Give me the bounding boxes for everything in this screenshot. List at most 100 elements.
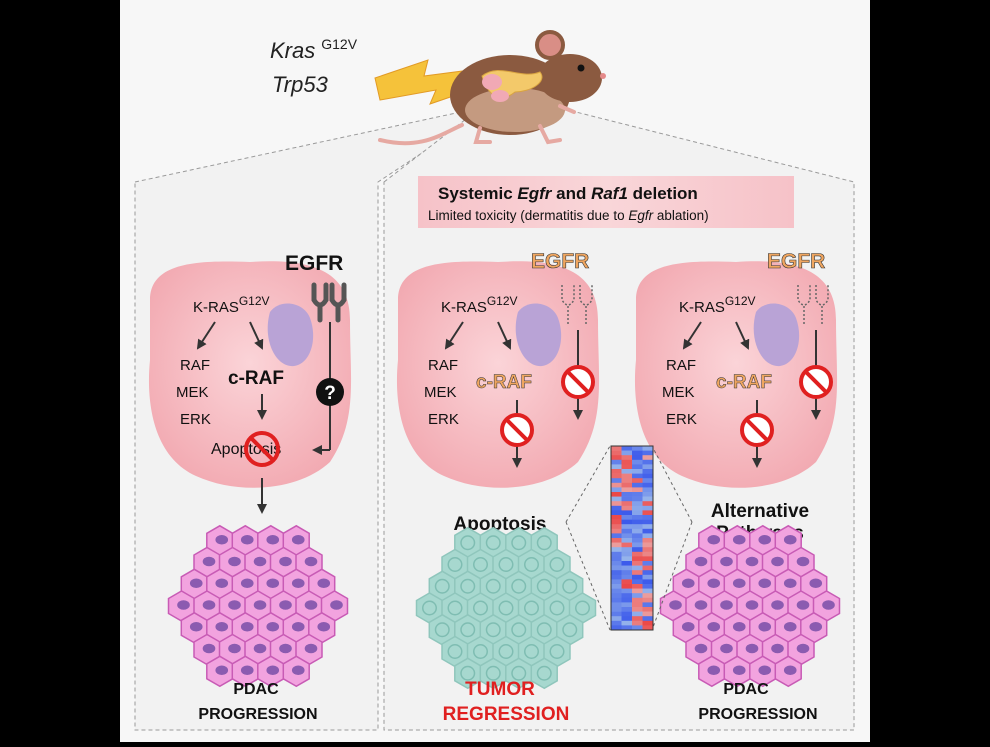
cluster-cell-nucleus bbox=[796, 600, 810, 610]
heatmap-cell bbox=[621, 455, 633, 461]
cluster-cell-nucleus bbox=[279, 556, 292, 567]
heatmap-cell bbox=[642, 593, 654, 599]
heatmap-cell bbox=[611, 505, 622, 511]
heatmap-cell bbox=[621, 547, 633, 553]
cluster-cell-nucleus bbox=[253, 643, 267, 654]
outcome-label-2: PROGRESSION bbox=[198, 706, 317, 723]
banner-title: Systemic Egfr and Raf1 deletion bbox=[438, 184, 698, 203]
cluster-cell-ring bbox=[524, 557, 539, 572]
inhibition-icon bbox=[799, 365, 833, 399]
cluster-cell-nucleus bbox=[720, 556, 733, 567]
heatmap-cell bbox=[611, 574, 622, 580]
heatmap-cell bbox=[611, 482, 622, 488]
cluster-cell-nucleus bbox=[669, 600, 682, 610]
receptor-label: EGFR bbox=[767, 250, 825, 273]
craf-label: c-RAF bbox=[716, 372, 772, 393]
cluster-cell-ring bbox=[524, 644, 539, 659]
heatmap-cell bbox=[611, 450, 622, 456]
heatmap-cell bbox=[632, 625, 643, 631]
heatmap-cell bbox=[611, 501, 622, 507]
heatmap-cell bbox=[611, 561, 622, 566]
heatmap-cell bbox=[642, 533, 654, 539]
question-mark: ? bbox=[324, 383, 336, 404]
heatmap-cell bbox=[611, 533, 622, 539]
heatmap-cell bbox=[611, 607, 622, 612]
panel-deletion-apoptosis: EGFR K-RASG12V RAF MEK ERK c-RAF Apoptos… bbox=[396, 250, 600, 725]
cluster-cell-nucleus bbox=[240, 534, 254, 545]
heatmap-cell bbox=[632, 607, 643, 612]
panel-deletion-alternative: EGFR K-RASG12V RAF MEK ERK c-RAF Alterna… bbox=[634, 250, 841, 723]
heatmap-cell bbox=[611, 570, 622, 576]
cluster-cell-ring bbox=[536, 578, 552, 594]
heatmap-cell bbox=[642, 579, 654, 585]
banner-subtitle: Limited toxicity (dermatitis due to Egfr… bbox=[428, 208, 709, 223]
cluster-cell-nucleus bbox=[330, 600, 343, 610]
heatmap-cell bbox=[632, 584, 643, 589]
heatmap-cell bbox=[632, 524, 643, 530]
heatmap-cell bbox=[621, 588, 633, 594]
cluster-cell-nucleus bbox=[291, 665, 305, 676]
cluster-cell-ring bbox=[434, 578, 450, 594]
heatmap-cell bbox=[642, 505, 654, 511]
heatmap-cell bbox=[632, 570, 643, 576]
heatmap-cell bbox=[632, 528, 643, 534]
heatmap-cell bbox=[611, 542, 622, 548]
heatmap-cell bbox=[642, 496, 654, 502]
heatmap-cell bbox=[642, 501, 654, 507]
heatmap-cell bbox=[621, 538, 633, 543]
cluster-cell-ring bbox=[549, 600, 565, 616]
cluster-cell-nucleus bbox=[177, 600, 190, 610]
heatmap-cell bbox=[642, 455, 654, 461]
cluster-cell-ring bbox=[524, 600, 539, 616]
heatmap-cell bbox=[621, 496, 633, 502]
heatmap-cell bbox=[621, 616, 633, 622]
cluster-cell-nucleus bbox=[202, 643, 216, 654]
cluster-cell-nucleus bbox=[291, 578, 305, 589]
heatmap-cell bbox=[632, 450, 643, 456]
heatmap-cell bbox=[611, 625, 622, 631]
raf-label: RAF bbox=[428, 357, 458, 374]
heatmap-cell bbox=[611, 492, 622, 497]
cluster-cell-nucleus bbox=[783, 534, 797, 545]
heatmap-cell bbox=[632, 515, 643, 520]
heatmap-cell bbox=[621, 584, 633, 589]
cluster-cell-ring bbox=[473, 557, 488, 572]
expression-heatmap bbox=[610, 445, 654, 631]
heatmap-cell bbox=[621, 515, 633, 520]
cluster-cell-nucleus bbox=[240, 578, 254, 589]
cluster-cell-nucleus bbox=[279, 600, 292, 610]
heatmap-cell bbox=[642, 446, 654, 451]
cluster-cell-nucleus bbox=[707, 621, 721, 632]
panel-untreated: EGFR K-RASG12V RAF MEK ERK c-RAF ? Apopt… bbox=[148, 252, 352, 723]
cluster-cell-ring bbox=[562, 578, 578, 594]
cluster-cell-nucleus bbox=[809, 578, 823, 589]
tumor-cluster-icon bbox=[659, 524, 841, 688]
heatmap-cell bbox=[621, 625, 633, 631]
heatmap-cell bbox=[642, 492, 654, 497]
cluster-cell-nucleus bbox=[796, 556, 810, 567]
cluster-cell-nucleus bbox=[796, 643, 810, 654]
heatmap-zoom-lines bbox=[565, 445, 693, 631]
heatmap-cell bbox=[642, 574, 654, 580]
cluster-cell-nucleus bbox=[681, 578, 695, 589]
cluster-cell-ring bbox=[473, 644, 488, 659]
heatmap-cell bbox=[632, 459, 643, 465]
cluster-cell-nucleus bbox=[681, 621, 695, 632]
heatmap-cell bbox=[642, 459, 654, 465]
heatmap-cell bbox=[642, 597, 654, 603]
cluster-cell-nucleus bbox=[771, 600, 784, 610]
heatmap-border bbox=[610, 445, 654, 631]
heatmap-cell bbox=[642, 524, 654, 530]
heatmap-cell bbox=[632, 574, 643, 580]
cluster-cell-nucleus bbox=[304, 600, 318, 610]
heatmap-cell bbox=[611, 496, 622, 502]
cluster-cell bbox=[530, 657, 558, 690]
cluster-cell-nucleus bbox=[732, 534, 746, 545]
cluster-cell-ring bbox=[422, 600, 437, 616]
tumor-cluster-icon bbox=[167, 524, 349, 688]
heatmap-cell bbox=[621, 519, 633, 525]
cluster-cell-nucleus bbox=[771, 643, 784, 654]
heatmap-cell bbox=[642, 487, 654, 493]
nucleus-shape bbox=[267, 303, 314, 367]
cluster-cell-ring bbox=[434, 622, 450, 638]
